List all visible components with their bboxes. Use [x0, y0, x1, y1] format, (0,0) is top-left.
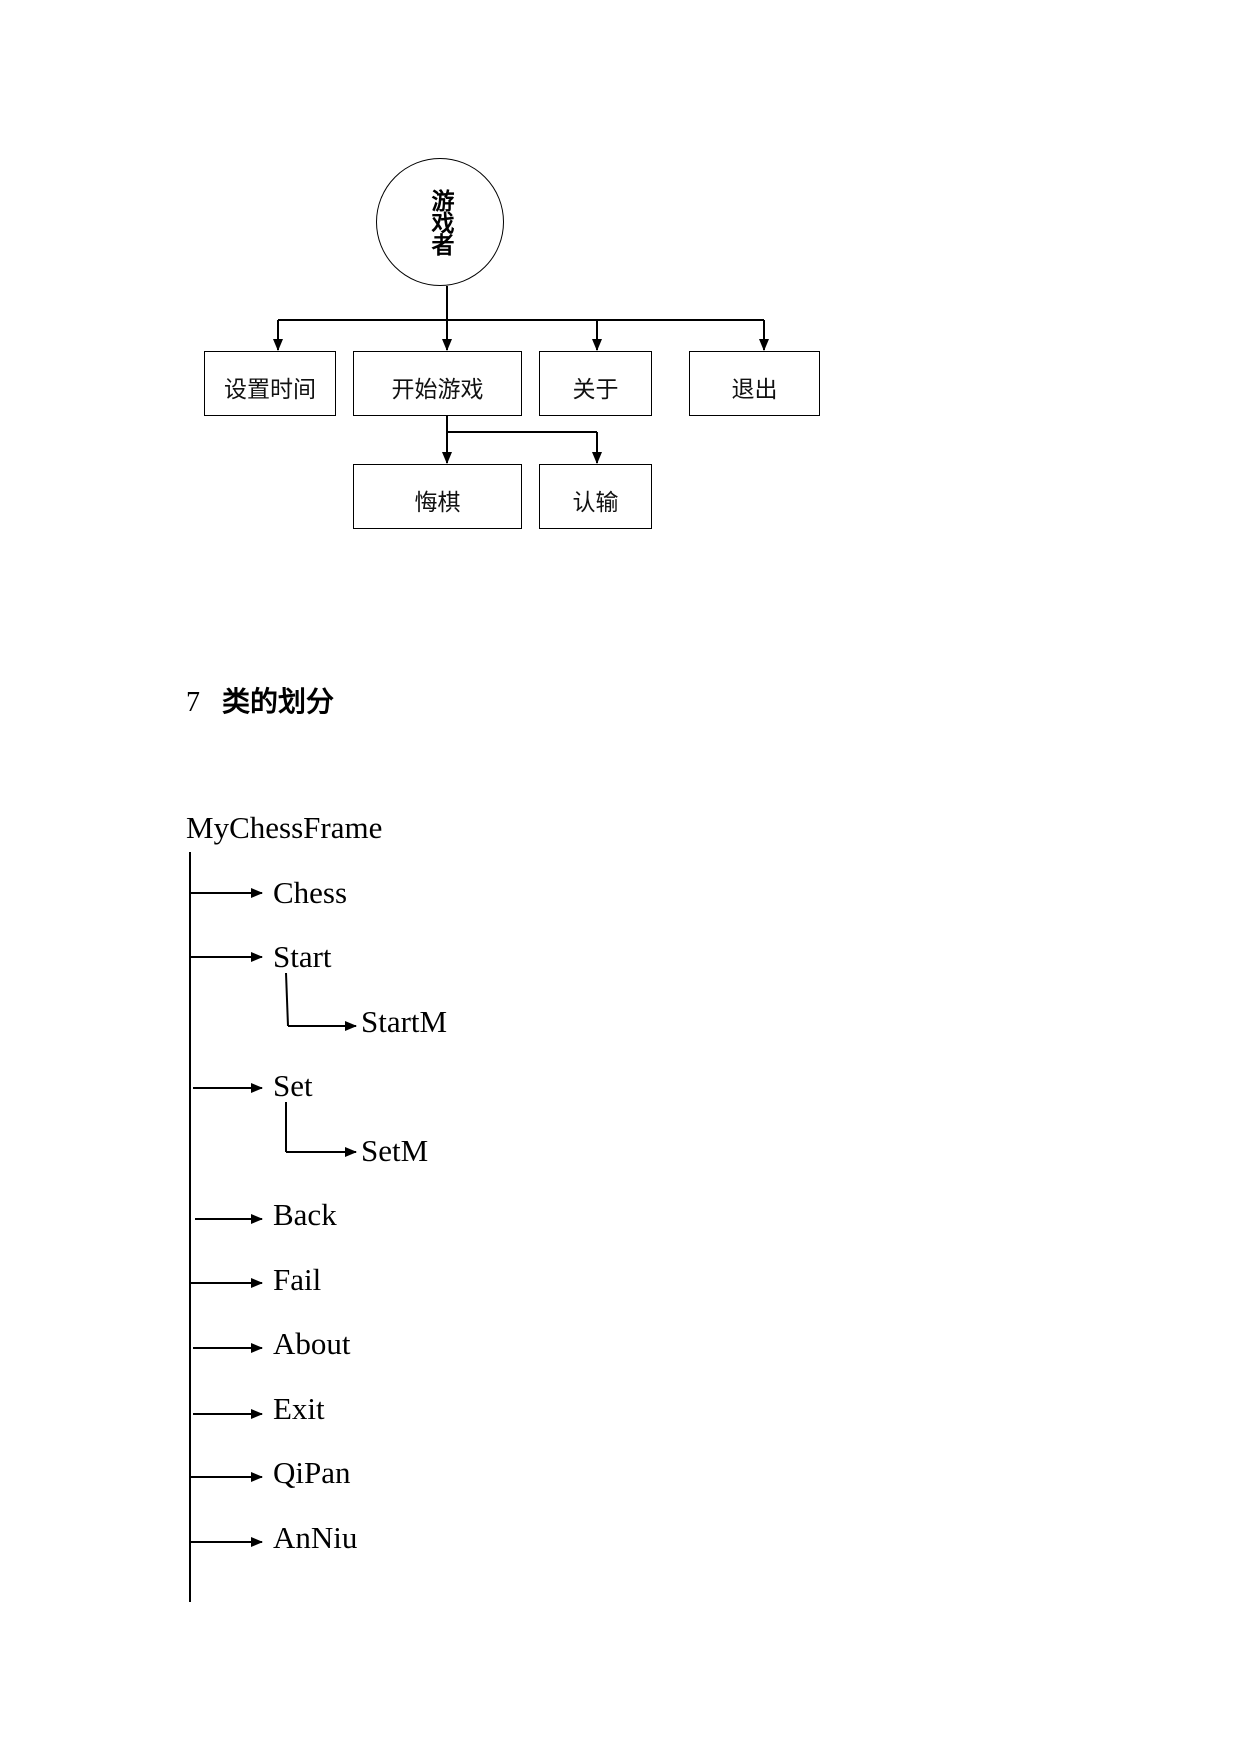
actor-label: 游戏者: [427, 189, 453, 255]
class-root: MyChessFrame: [186, 810, 383, 845]
actor-circle: 游戏者: [376, 158, 504, 286]
section-title: 类的划分: [222, 685, 335, 718]
box-start-game: 开始游戏: [353, 351, 522, 416]
box-undo: 悔棋: [353, 464, 522, 529]
box-exit: 退出: [689, 351, 820, 416]
section-heading: 7 类的划分: [186, 680, 334, 720]
class-item: Start: [273, 939, 332, 974]
class-item: AnNiu: [273, 1520, 358, 1555]
box-set-time: 设置时间: [204, 351, 336, 416]
class-subitem: SetM: [361, 1133, 429, 1168]
box-about: 关于: [539, 351, 652, 416]
class-subitem: StartM: [361, 1004, 448, 1039]
class-item: QiPan: [273, 1455, 351, 1490]
section-number: 7: [186, 687, 200, 718]
box-surrender: 认输: [539, 464, 652, 529]
class-item: Fail: [273, 1262, 322, 1297]
class-item: Set: [273, 1068, 313, 1103]
class-item: About: [273, 1326, 351, 1361]
class-item: Exit: [273, 1391, 325, 1426]
class-item: Back: [273, 1197, 337, 1232]
class-item: Chess: [273, 875, 348, 910]
